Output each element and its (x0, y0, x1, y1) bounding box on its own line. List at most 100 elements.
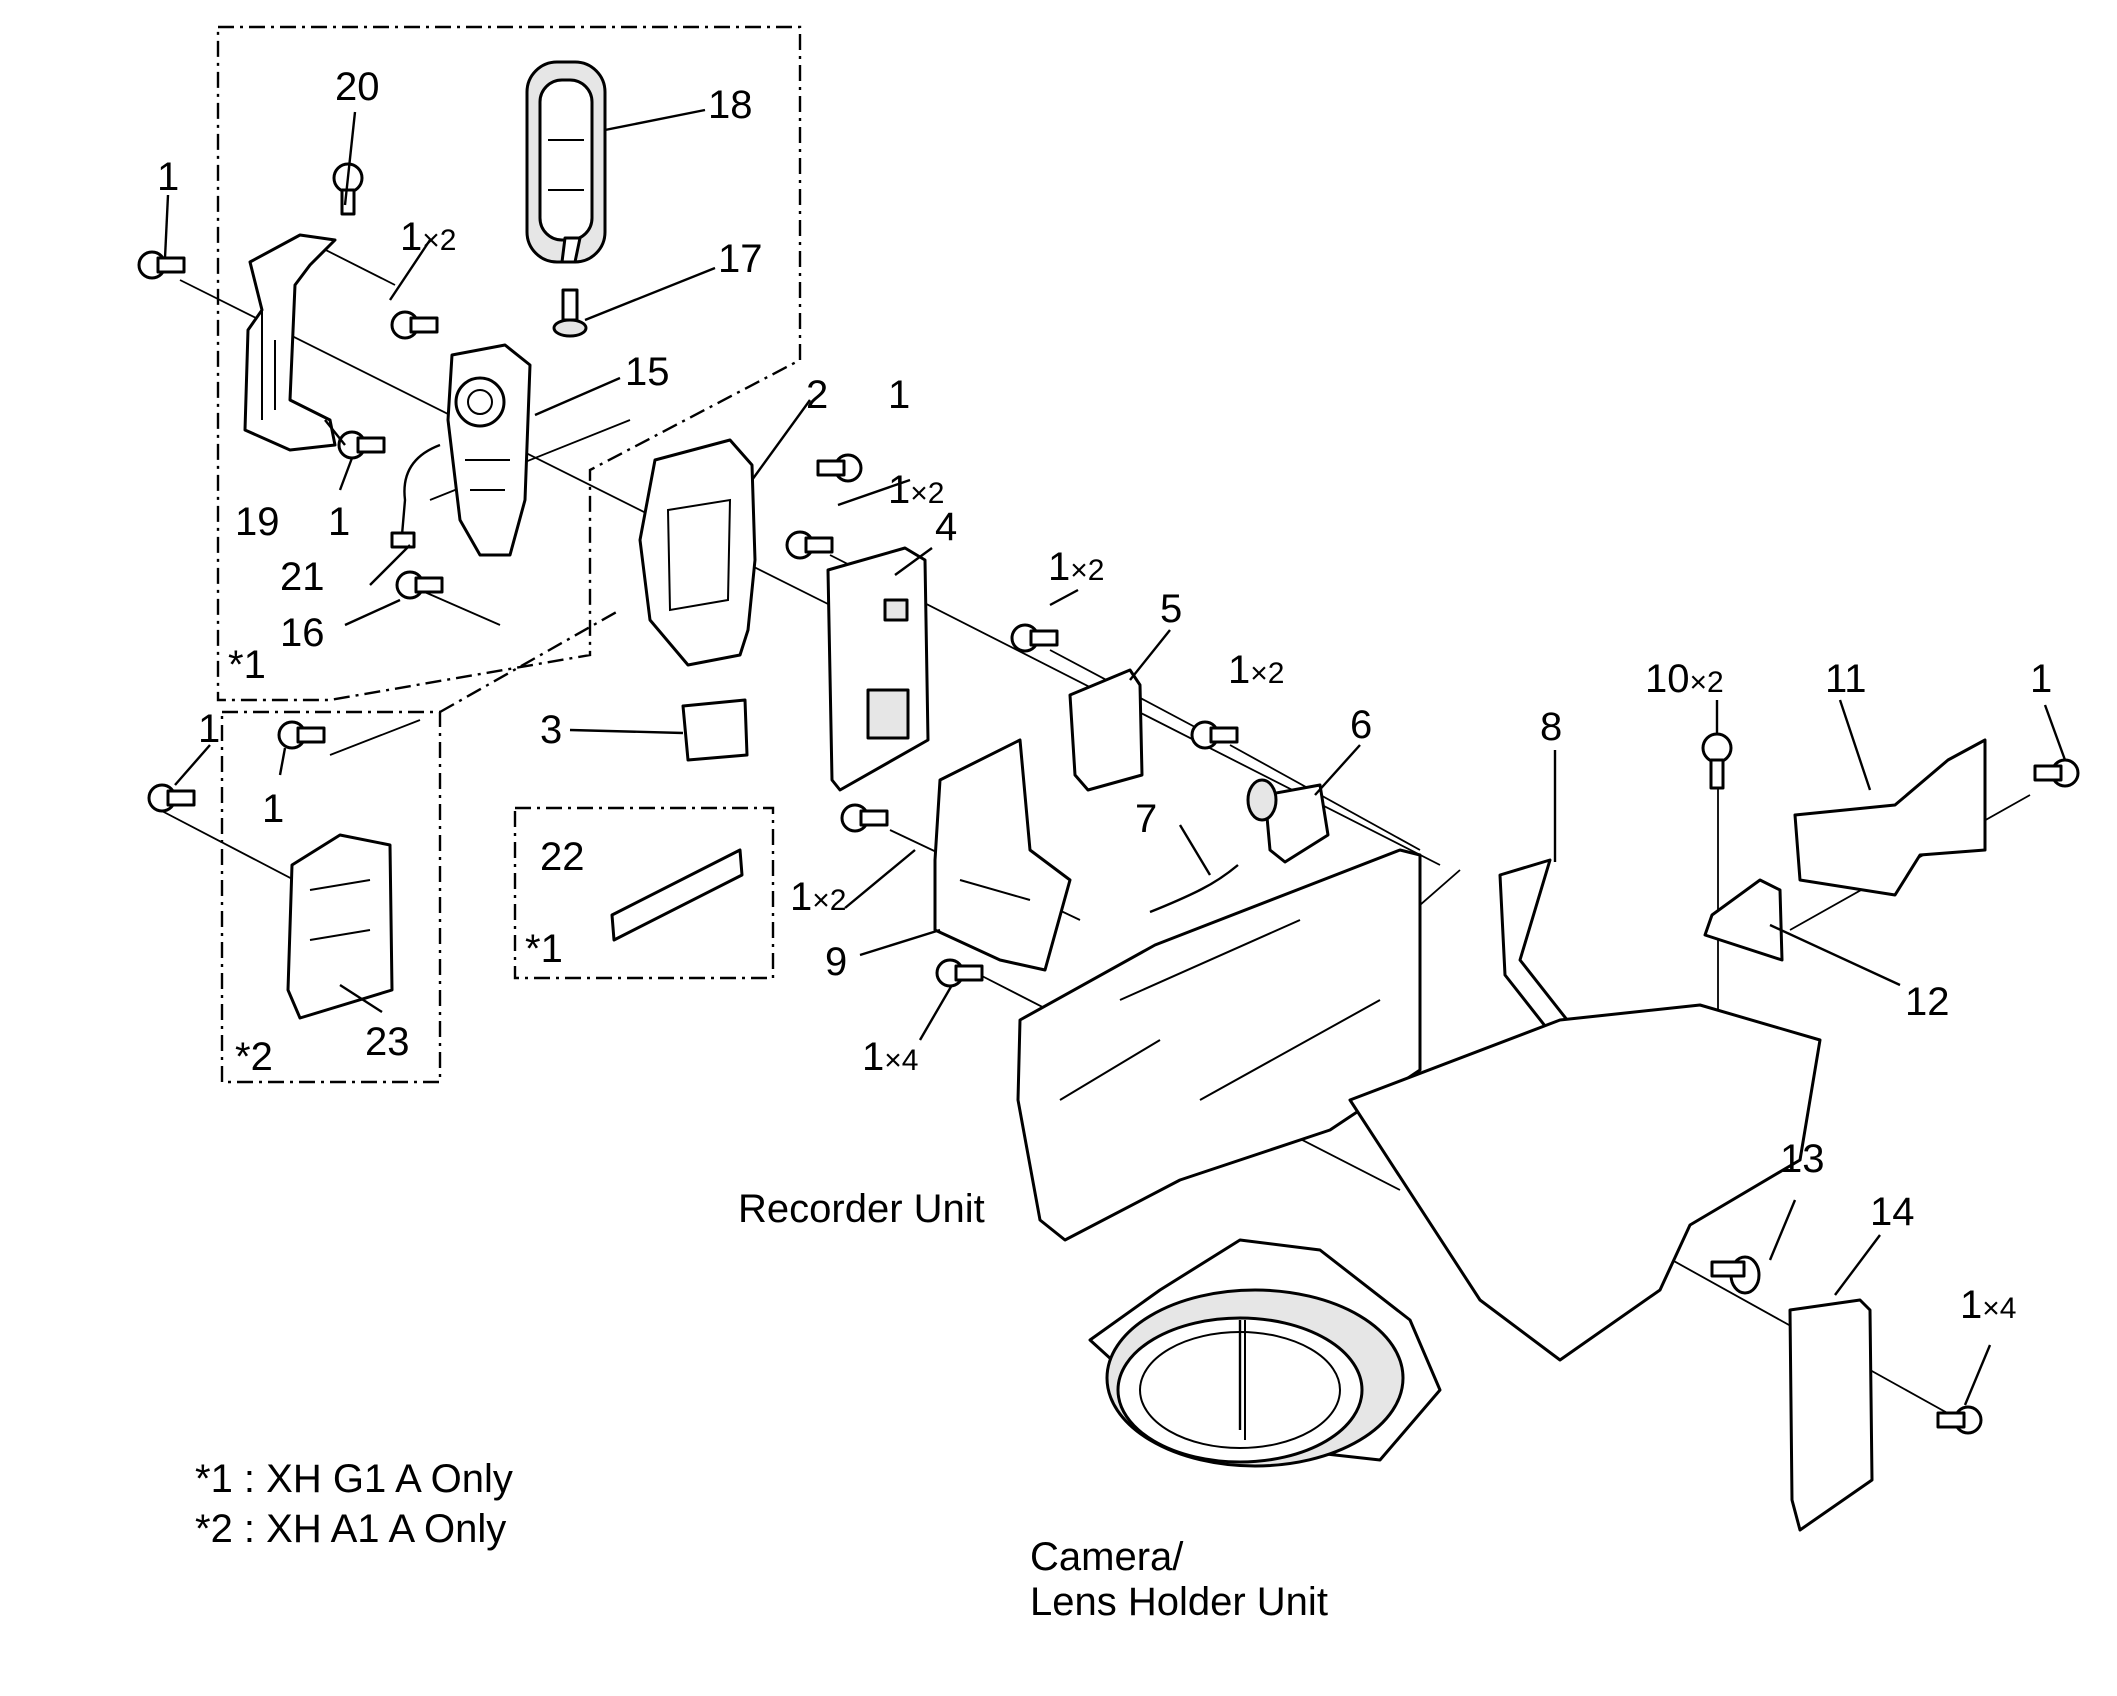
group-box-xh-g1-top (216, 25, 802, 702)
callout-label: 1 (262, 787, 284, 831)
part-2-plate (638, 438, 757, 667)
part-9-frame (933, 738, 1072, 972)
leader-line (343, 111, 357, 206)
part-8-flex-cable (1498, 858, 1577, 1047)
leader-line (1129, 629, 1171, 681)
group-box-xh-g1-small (513, 806, 775, 980)
axis-line (419, 589, 501, 626)
part-12-plate (1703, 878, 1784, 962)
recorder-unit-caption: Recorder Unit (738, 1187, 985, 1231)
group-connector (439, 608, 621, 714)
callout-label: 1×2 (790, 875, 846, 919)
callout-label: 14 (1870, 1190, 1915, 1234)
part-7-cable (1149, 864, 1239, 914)
leader-line (1963, 1344, 1992, 1406)
callout-label: 1×2 (1048, 545, 1104, 589)
callout-label: 21 (280, 555, 325, 599)
leader-line (174, 744, 211, 786)
part-10-screw (1701, 732, 1733, 790)
callout-label: 1 (328, 500, 350, 544)
leader-line (389, 239, 431, 301)
leader-line (2043, 704, 2067, 761)
callout-label: 1 (888, 373, 910, 417)
leader-line (859, 928, 941, 957)
callout-label: 10×2 (1645, 657, 1724, 701)
part-6-motor (1246, 778, 1330, 864)
callout-label: 1×2 (400, 215, 456, 259)
group-marker: *1 (525, 927, 563, 971)
callout-label: 3 (540, 708, 562, 752)
part-3-card (681, 698, 749, 762)
leader-line (844, 849, 916, 909)
callout-label: 22 (540, 835, 585, 879)
axis-line (329, 719, 421, 756)
leader-line (1049, 588, 1079, 607)
callout-label: 23 (365, 1020, 410, 1064)
leader-line (163, 194, 170, 259)
part-11-bracket (1793, 738, 1987, 897)
camera-unit-caption: Camera/ (1030, 1535, 1184, 1579)
callout-label: 1 (157, 155, 179, 199)
callout-label: 1 (198, 707, 220, 751)
callout-label: 13 (1780, 1137, 1825, 1181)
leader-line (569, 728, 684, 735)
screw-1 (137, 250, 186, 280)
leader-line (751, 399, 811, 481)
callout-label: 7 (1135, 797, 1157, 841)
screw-1 (2033, 758, 2080, 788)
callout-label: 17 (718, 237, 763, 281)
part-15-viewfinder-unit (446, 343, 532, 557)
group-marker: *2 (235, 1035, 273, 1079)
leader-line (534, 376, 621, 417)
footnote: *1 : XH G1 A Only (195, 1457, 513, 1501)
part-23-cover (286, 833, 394, 1020)
callout-label: 4 (935, 505, 957, 549)
leader-line (1834, 1234, 1881, 1296)
leader-line (1768, 1199, 1797, 1261)
leader-line (369, 544, 411, 586)
footnote: *2 : XH A1 A Only (195, 1507, 506, 1551)
screw-1 (337, 430, 386, 460)
group-marker: *1 (228, 643, 266, 687)
leader-line (344, 598, 401, 627)
callout-label: 8 (1540, 705, 1562, 749)
camera-unit-caption: Lens Holder Unit (1030, 1580, 1328, 1624)
callout-label: 16 (280, 611, 325, 655)
leader-line (894, 547, 933, 576)
callout-label: 12 (1905, 980, 1950, 1024)
part-4-pcb (826, 546, 930, 792)
axis-line (1229, 744, 1421, 851)
leader-line (918, 984, 954, 1041)
part-17-screw (552, 288, 588, 338)
leader-line (278, 747, 287, 776)
leader-line (324, 419, 346, 446)
screw-1 (816, 453, 863, 483)
screw-1 (395, 570, 444, 600)
leader-line (338, 457, 354, 491)
screw-1 (147, 783, 196, 813)
leader-line (1769, 923, 1901, 987)
screw-1 (277, 720, 326, 750)
part-18-eyecup (525, 60, 607, 264)
part-14-cover (1788, 1298, 1874, 1532)
leader-line (1178, 824, 1212, 876)
callout-label: 11 (1825, 657, 1867, 701)
callout-label: 20 (335, 65, 380, 109)
screw-1 (1936, 1405, 1983, 1435)
screw-1 (840, 803, 889, 833)
part-5-bracket (1068, 668, 1144, 792)
screw-1 (935, 958, 984, 988)
screw-1 (785, 530, 834, 560)
callout-label: 6 (1350, 703, 1372, 747)
callout-label: 9 (825, 940, 847, 984)
leader-line (584, 266, 716, 322)
leader-line (339, 983, 383, 1014)
part-21-cable (390, 443, 441, 549)
callout-label: 1×4 (862, 1035, 918, 1079)
leader-line (604, 108, 706, 132)
callout-label: 2 (806, 373, 828, 417)
recorder-unit (1016, 848, 1422, 1242)
part-13-screw (1710, 1255, 1761, 1295)
callout-label: 15 (625, 350, 670, 394)
callout-label: 1×2 (888, 468, 944, 512)
